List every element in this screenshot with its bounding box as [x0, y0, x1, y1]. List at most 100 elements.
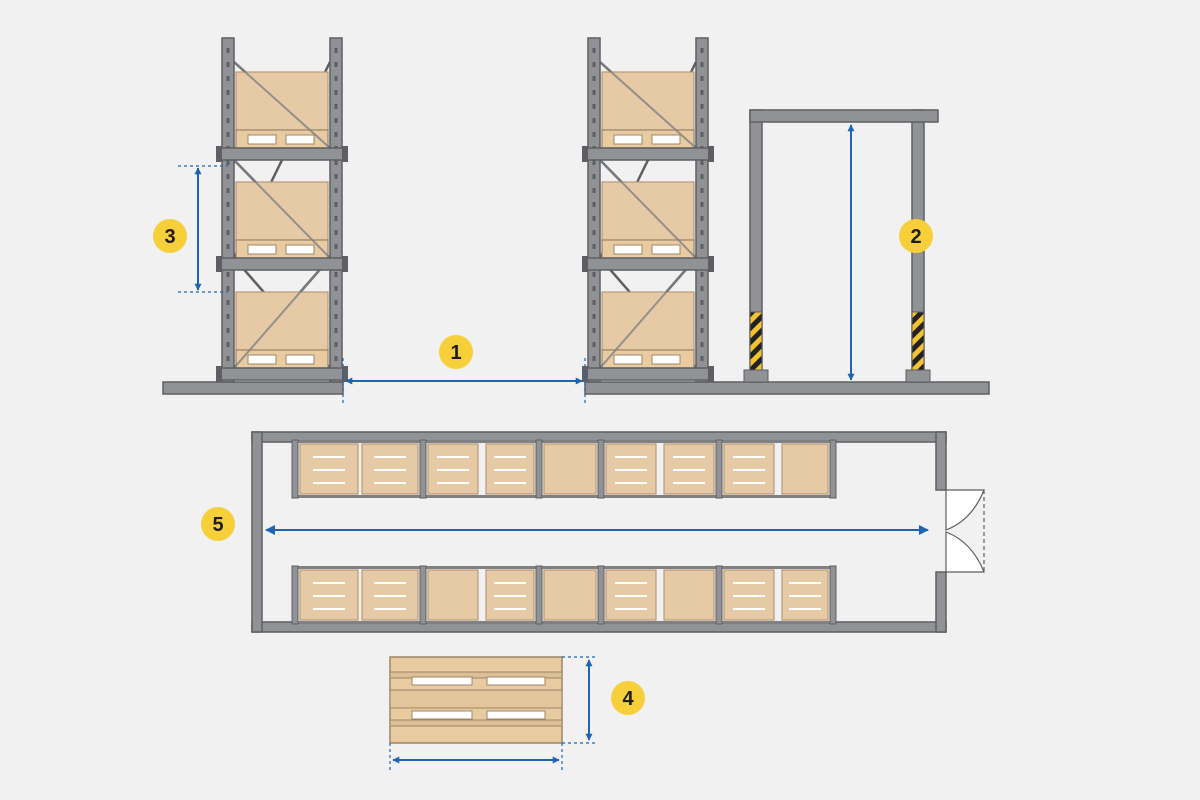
rack-brace	[233, 257, 331, 369]
upright-hole	[700, 132, 704, 137]
callout-pallet-dimensions: 4	[611, 681, 645, 715]
upright-hole	[226, 90, 230, 95]
rack-beam	[217, 147, 347, 161]
upright-hole	[334, 188, 338, 193]
upright-hole	[700, 286, 704, 291]
rack-upright	[221, 37, 235, 383]
upright-hole	[226, 286, 230, 291]
rack-frame	[291, 565, 299, 625]
upright-hole	[700, 76, 704, 81]
upright-hole	[592, 62, 596, 67]
upright-hole	[700, 314, 704, 319]
upright-hole	[592, 230, 596, 235]
pallet-slot	[613, 244, 643, 255]
pallet-slot	[313, 469, 345, 471]
upright-hole	[700, 174, 704, 179]
upright-hole	[334, 272, 338, 277]
upright-hole	[334, 244, 338, 249]
dimension-beam-spacing	[178, 165, 228, 293]
upright-hole	[700, 328, 704, 333]
pallet-slot	[733, 456, 765, 458]
pallet-slot	[437, 469, 469, 471]
beam-connector	[708, 366, 714, 382]
floor-left	[162, 381, 344, 395]
upright-hole	[700, 356, 704, 361]
floor-right	[584, 381, 990, 395]
rack-upright	[587, 37, 601, 383]
rack-beam	[583, 147, 713, 161]
rack-frame	[715, 565, 723, 625]
pallet-slot	[615, 456, 647, 458]
pallet-slot	[615, 595, 647, 597]
upright-hole	[334, 314, 338, 319]
upright-hole	[226, 244, 230, 249]
pallet-slot	[494, 469, 526, 471]
rack-frame	[535, 439, 543, 499]
dimension-aisle-width	[342, 358, 586, 404]
pallet-slot	[313, 482, 345, 484]
upright-hole	[334, 160, 338, 165]
pallet-detail	[389, 656, 598, 770]
upright-hole	[226, 300, 230, 305]
upright-hole	[334, 104, 338, 109]
upright-hole	[334, 328, 338, 333]
beam-connector	[708, 146, 714, 162]
rack-beam	[292, 440, 836, 443]
callout-beam-level-spacing: 3	[153, 219, 187, 253]
callout-number: 2	[910, 226, 921, 248]
pallet-slot	[285, 354, 315, 365]
callout-number: 5	[212, 514, 223, 536]
beam-connector	[216, 146, 222, 162]
pallet-plan	[543, 443, 597, 495]
pallet-slot	[494, 582, 526, 584]
pallet-slot	[494, 482, 526, 484]
beam-connector	[708, 256, 714, 272]
rack-brace	[233, 61, 331, 149]
callout-aisle-width: 1	[439, 335, 473, 369]
upright-hole	[700, 244, 704, 249]
pallet-slot	[494, 608, 526, 610]
rack-brace	[599, 61, 697, 149]
upright-hole	[334, 76, 338, 81]
beam-connector	[342, 256, 348, 272]
beam-connector	[582, 256, 588, 272]
upright-hole	[226, 174, 230, 179]
pallet-slot	[313, 595, 345, 597]
pallet-slot	[615, 469, 647, 471]
carton	[235, 181, 329, 241]
upright-hole	[334, 132, 338, 137]
pallet-slot	[374, 482, 406, 484]
upright-hole	[592, 356, 596, 361]
upright-hole	[226, 216, 230, 221]
upright-hole	[334, 118, 338, 123]
upright-hole	[592, 104, 596, 109]
upright-hole	[334, 230, 338, 235]
pallet-slot	[313, 456, 345, 458]
carton	[235, 291, 329, 351]
upright-hole	[592, 202, 596, 207]
beam-connector	[582, 366, 588, 382]
rack-beam	[292, 566, 836, 569]
upright-hole	[226, 132, 230, 137]
pallet-slot	[494, 456, 526, 458]
rack-upright	[329, 37, 343, 383]
pallet-slot	[673, 482, 705, 484]
upright-hole	[334, 48, 338, 53]
pallet-slot	[789, 582, 821, 584]
hazard-stripe-icon	[749, 311, 763, 371]
pallet-rack-right	[582, 37, 714, 383]
upright-hole	[226, 76, 230, 81]
upright-hole	[700, 118, 704, 123]
rack-brace	[599, 257, 697, 369]
hazard-stripe-icon	[911, 311, 925, 371]
upright-hole	[226, 356, 230, 361]
upright-hole	[334, 286, 338, 291]
upright-hole	[700, 202, 704, 207]
pallet-slot	[247, 244, 277, 255]
upright-hole	[592, 300, 596, 305]
rack-row-bottom	[291, 565, 837, 625]
pallet-slot	[789, 595, 821, 597]
pallet-plan	[781, 443, 829, 495]
carton	[601, 181, 695, 241]
rack-beam	[292, 495, 836, 498]
